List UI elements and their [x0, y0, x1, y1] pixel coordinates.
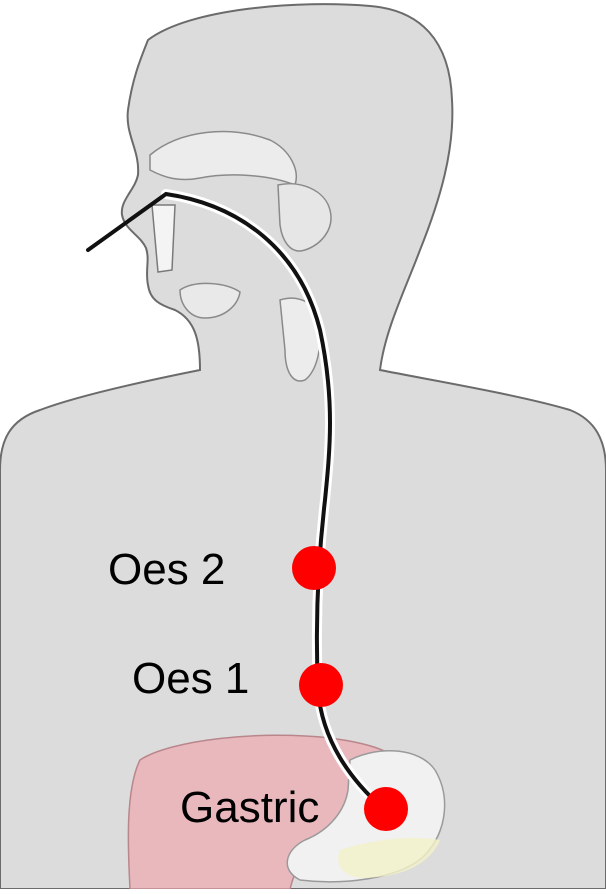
label-oes2: Oes 2 — [108, 548, 225, 592]
label-oes1: Oes 1 — [132, 657, 249, 701]
label-gastric: Gastric — [180, 786, 319, 830]
marker-oes2 — [292, 546, 336, 590]
marker-oes1 — [299, 663, 343, 707]
marker-gastric — [364, 787, 408, 831]
